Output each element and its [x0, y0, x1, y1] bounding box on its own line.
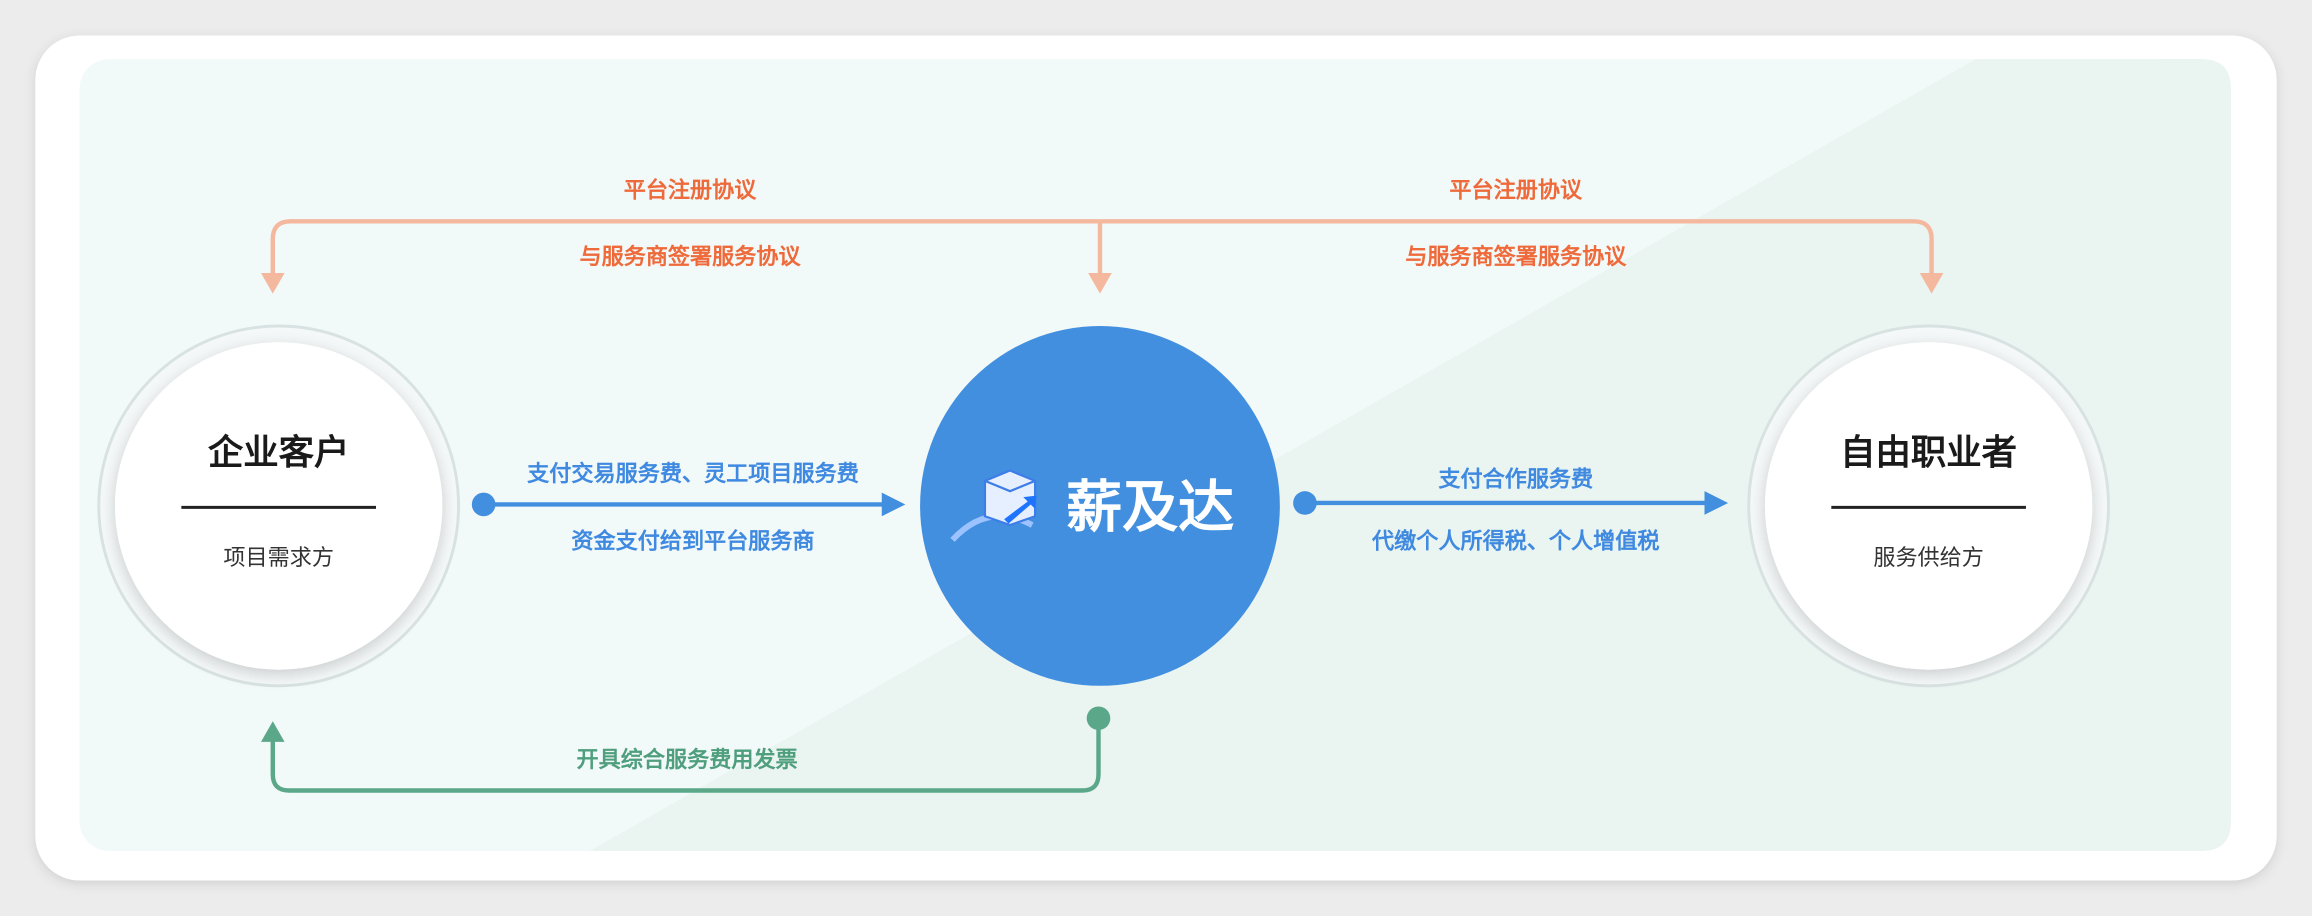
right-flow-label-bottom: 代缴个人所得税、个人增值税	[1371, 529, 1659, 555]
payment-flow-left	[471, 492, 906, 517]
right-agreement-label-2: 与服务商签署服务协议	[1405, 244, 1627, 270]
enterprise-client-node: 企业客户 项目需求方	[97, 324, 461, 688]
enterprise-client-title: 企业客户	[208, 433, 350, 474]
arrow-down-icon	[1919, 272, 1944, 294]
invoice-flow	[260, 706, 1111, 793]
arrow-down-icon	[1088, 272, 1112, 294]
freelancer-node: 自由职业者 服务供给方	[1747, 324, 2110, 688]
left-flow-label-bottom: 资金支付给到平台服务商	[571, 529, 814, 555]
box-arrow-logo-icon	[950, 469, 1037, 542]
arrow-up-icon	[260, 721, 285, 742]
brand-name: 薪及达	[1066, 476, 1234, 541]
right-agreement-label-1: 平台注册协议	[1449, 178, 1583, 204]
payment-flow-right	[1293, 491, 1729, 515]
left-agreement-label-2: 与服务商签署服务协议	[580, 244, 802, 270]
invoice-flow-label: 开具综合服务费用发票	[577, 747, 798, 773]
platform-node: 薪及达	[920, 326, 1280, 686]
arrow-down-icon	[260, 272, 285, 294]
freelancer-title: 自由职业者	[1840, 433, 2017, 474]
arrow-right-icon	[881, 492, 906, 517]
agreement-connector	[260, 219, 1944, 294]
left-flow-label-top: 支付交易服务费、灵工项目服务费	[526, 461, 859, 487]
enterprise-client-subtitle: 项目需求方	[223, 545, 334, 571]
freelancer-subtitle: 服务供给方	[1873, 545, 1984, 571]
left-agreement-label-1: 平台注册协议	[624, 178, 758, 204]
right-flow-label-top: 支付合作服务费	[1437, 467, 1593, 493]
arrow-right-icon	[1704, 491, 1729, 515]
